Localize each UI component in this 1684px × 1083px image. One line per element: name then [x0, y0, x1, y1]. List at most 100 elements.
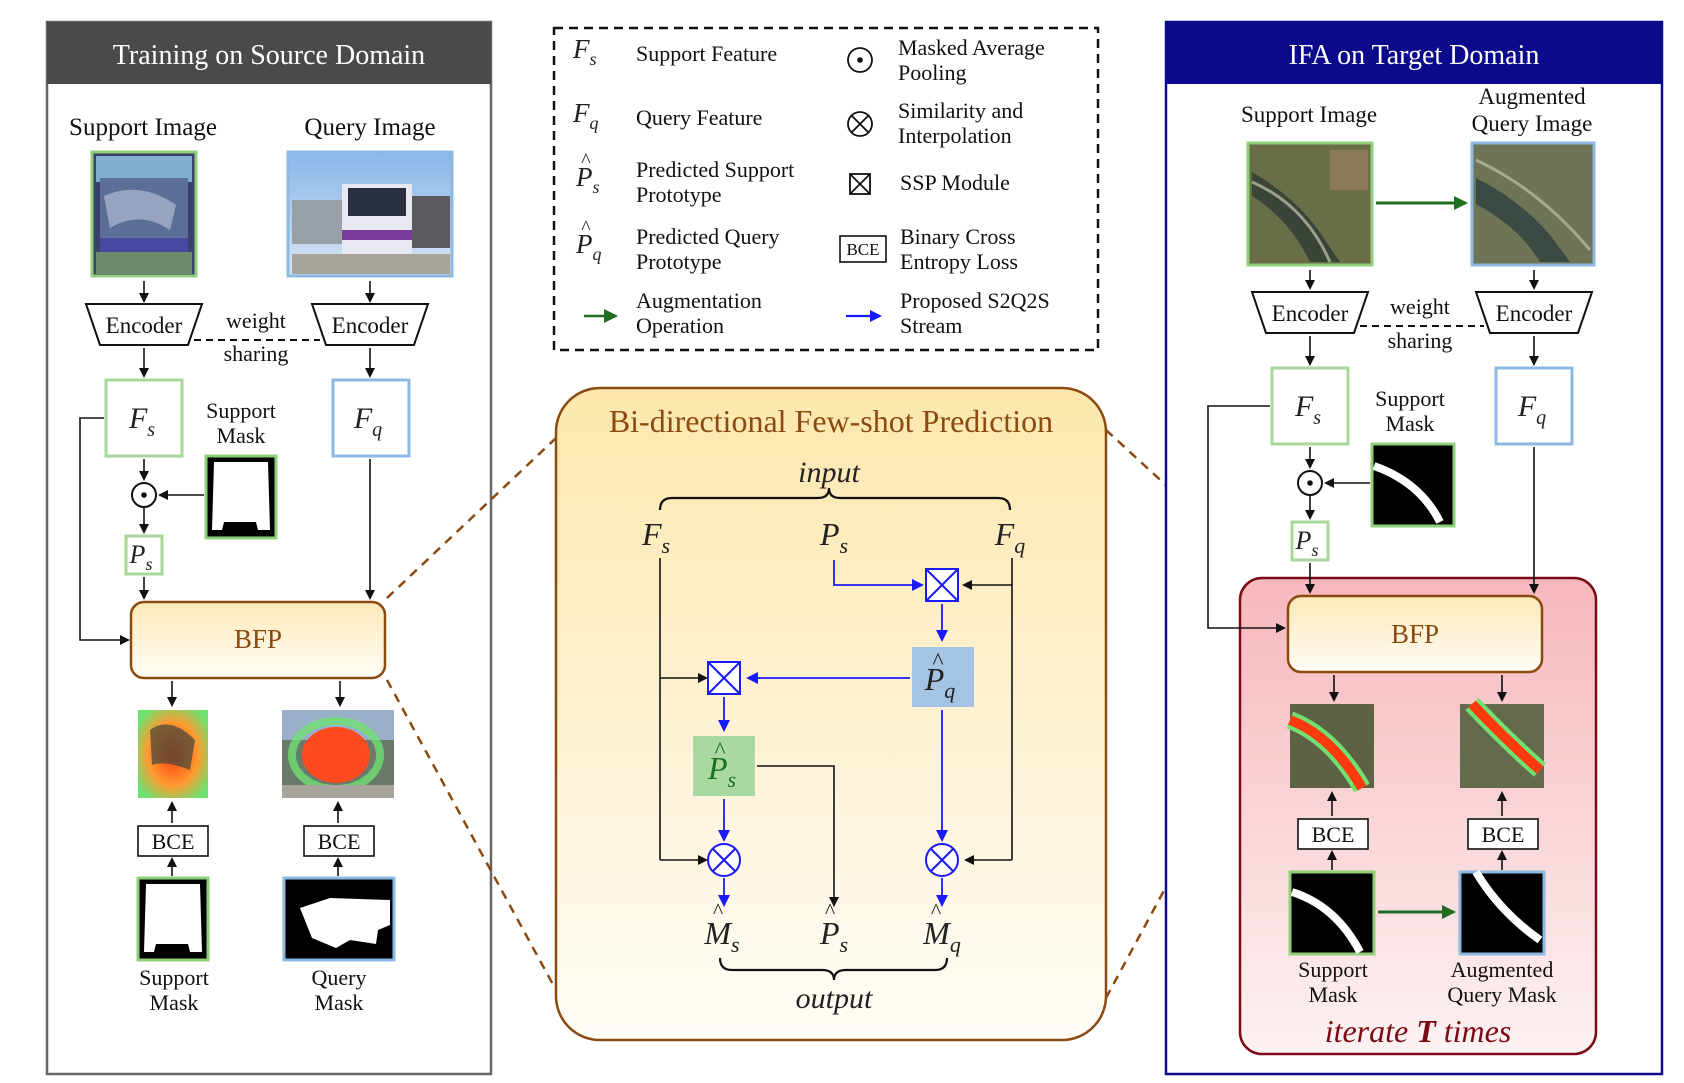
- ps-hat-box: [693, 736, 755, 796]
- ssp-module-support: [707, 661, 741, 695]
- sharing-label: sharing: [224, 341, 289, 366]
- similarity-op-support: [707, 843, 741, 877]
- legend-fq-text: Query Feature: [636, 105, 762, 130]
- pq-hat-label: Pq: [924, 661, 956, 703]
- legend-s2q2s-text-2: Stream: [900, 313, 962, 338]
- right-aug-query-satellite-image: [1470, 141, 1596, 267]
- right-encoder-right-label: Encoder: [1496, 301, 1573, 326]
- right-masked-avg-pool-dot: [1307, 480, 1313, 486]
- fq-box-label: Fq: [353, 402, 382, 441]
- bfp-box-left: [129, 600, 387, 680]
- legend-pq-text-1: Predicted Query: [636, 224, 780, 249]
- right-support-image-label: Support Image: [1241, 102, 1377, 127]
- support-bus-image: [90, 150, 198, 278]
- bce-right-label: BCE: [318, 829, 361, 854]
- legend-ssp-text: SSP Module: [900, 170, 1010, 195]
- bfp-fs: Fs: [641, 516, 670, 558]
- legend-fs-text: Support Feature: [636, 41, 777, 66]
- output-label: output: [796, 982, 873, 1015]
- pq-hat-box: [912, 647, 974, 707]
- bfp-label-left: BFP: [234, 624, 282, 654]
- right-support-mask-label-1: Support: [1375, 386, 1445, 411]
- query-gt-mask: [282, 876, 396, 962]
- right-query-prediction-heatmap: [1460, 697, 1546, 788]
- ps-hat-label: Ps: [707, 750, 736, 792]
- weight-label: weight: [226, 308, 286, 333]
- legend-border: [552, 26, 1100, 352]
- query-bus-image: [286, 150, 454, 278]
- support-mask-image: [204, 454, 278, 540]
- support-image-label: Support Image: [69, 114, 217, 141]
- ssp-module-query: [925, 568, 959, 602]
- center-panel-title: Bi-directional Few-shot Prediction: [609, 403, 1053, 439]
- input-brace: [658, 487, 1012, 511]
- out-ms: Ms: [703, 915, 739, 957]
- right-fq-box-label: Fq: [1517, 390, 1546, 429]
- right-bce-right-label: BCE: [1482, 822, 1525, 847]
- encoder-left-label: Encoder: [106, 313, 183, 338]
- encoder-right-label: Encoder: [332, 313, 409, 338]
- arrow-ps-hat-to-output: [757, 765, 839, 907]
- right-arrow-fs-skip-to-bfp: [1207, 405, 1286, 633]
- legend-ps-text-1: Predicted Support: [636, 157, 794, 182]
- right-bottom-support-label-2: Mask: [1309, 982, 1358, 1007]
- ps-hat-mark: ^: [714, 738, 725, 764]
- legend-fq-symbol: Fq: [572, 98, 599, 133]
- similarity-op-query: [925, 843, 959, 877]
- right-bce-left-label: BCE: [1312, 822, 1355, 847]
- legend-ps-symbol: Ps: [575, 162, 600, 197]
- out-ps-hat: ^: [825, 898, 836, 923]
- ps-box: [124, 534, 164, 576]
- legend: Fs Support Feature Fq Query Feature ^ Ps…: [552, 26, 1100, 352]
- output-brace: [718, 957, 949, 981]
- iterate-label: iterate T times: [1325, 1013, 1512, 1049]
- right-ps-box: [1290, 520, 1330, 562]
- right-bce-box-left: [1297, 818, 1369, 850]
- center-panel: Bi-directional Few-shot Prediction input…: [554, 386, 1108, 1042]
- legend-mavg-text-1: Masked Average: [898, 35, 1045, 60]
- legend-sim-text-2: Interpolation: [898, 123, 1012, 148]
- encoder-right: [310, 303, 430, 346]
- right-panel: IFA on Target Domain Support Image Augme…: [1164, 20, 1664, 1076]
- bce-box-left: [137, 825, 209, 857]
- right-bce-box-right: [1467, 818, 1539, 850]
- fq-box: [331, 378, 411, 458]
- left-panel-title: Training on Source Domain: [113, 40, 425, 71]
- right-panel-header: [1166, 22, 1662, 84]
- pq-hat-mark: ^: [932, 649, 943, 675]
- out-ms-hat: ^: [713, 898, 724, 923]
- out-mq: Mq: [922, 915, 961, 957]
- bottom-query-label-2: Mask: [315, 990, 364, 1015]
- legend-pq-hat-mark: ^: [581, 217, 591, 239]
- bfp-label-right: BFP: [1391, 619, 1439, 649]
- support-mask-label-bottom: Mask: [217, 423, 266, 448]
- legend-ps-hat-mark: ^: [581, 150, 591, 172]
- out-mq-hat: ^: [931, 898, 942, 923]
- legend-bce-icon-label: BCE: [846, 240, 879, 259]
- right-bottom-aug-label-1: Augmented: [1451, 957, 1554, 982]
- support-prediction-heatmap: [138, 710, 208, 798]
- right-ps-box-label: Ps: [1295, 526, 1319, 560]
- legend-similarity-icon: [847, 111, 873, 137]
- right-support-prediction-heatmap: [1286, 704, 1374, 793]
- legend-sim-text-1: Similarity and: [898, 98, 1023, 123]
- legend-masked-avg-dot: [857, 57, 863, 63]
- legend-s2q2s-text-1: Proposed S2Q2S: [900, 288, 1050, 313]
- right-fq-box: [1494, 366, 1574, 446]
- bfp-box-right: [1286, 594, 1544, 674]
- right-encoder-left-label: Encoder: [1272, 301, 1349, 326]
- legend-bce-icon: [839, 235, 887, 263]
- query-prediction-heatmap: [282, 710, 394, 798]
- center-panel-box: [554, 386, 1108, 1042]
- left-panel-header: [47, 22, 491, 84]
- bce-left-label: BCE: [152, 829, 195, 854]
- right-fs-box: [1270, 366, 1350, 446]
- legend-aug-text-1: Augmentation: [636, 288, 762, 313]
- right-aug-query-label-2: Query Image: [1472, 111, 1593, 136]
- bce-box-right: [303, 825, 375, 857]
- right-support-gt-mask: [1288, 870, 1376, 956]
- right-aug-query-gt-mask: [1458, 869, 1546, 956]
- support-mask-label-top: Support: [206, 398, 276, 423]
- right-bottom-aug-label-2: Query Mask: [1447, 982, 1556, 1007]
- right-bottom-support-label-1: Support: [1298, 957, 1368, 982]
